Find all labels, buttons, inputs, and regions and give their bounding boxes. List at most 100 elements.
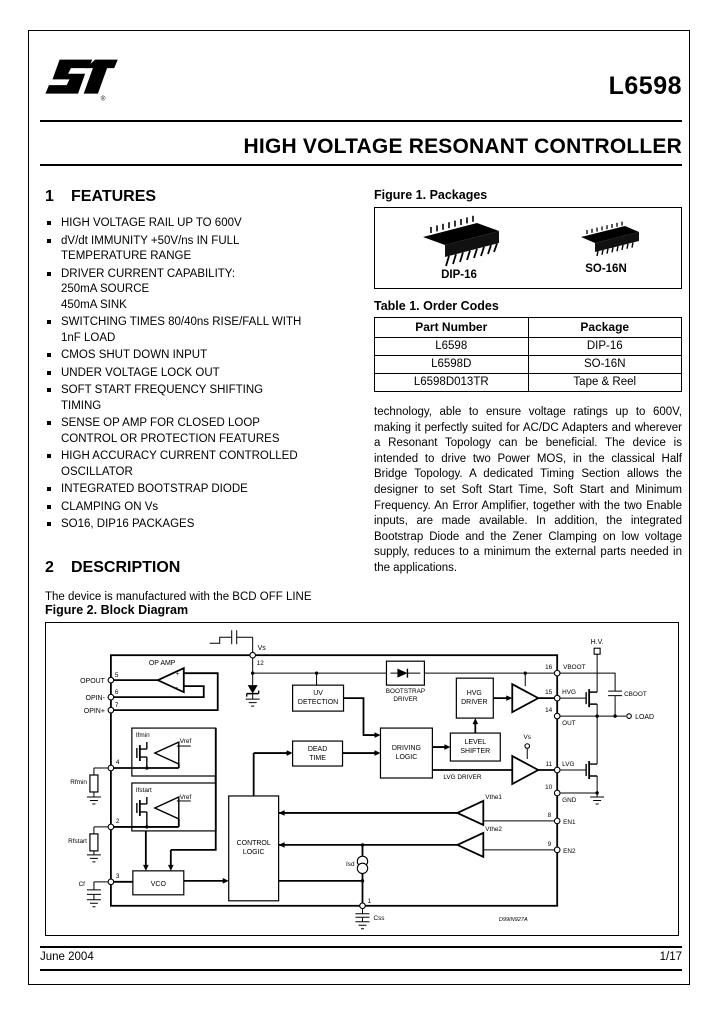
dip16-image [423,215,499,267]
rfmin-label: Rfmin [70,779,87,786]
rfstart-resistor-icon [89,833,99,852]
feature-item: HIGH VOLTAGE RAIL UP TO 600V [45,216,361,232]
table-header-row: Part Number Package [374,317,682,338]
hv-terminal [593,647,601,655]
cf-label: Cf [79,881,86,888]
table1-caption: Table 1. Order Codes [374,299,499,313]
pin11-label: 11 [546,761,553,768]
feature-item: CMOS SHUT DOWN INPUT [45,348,361,364]
isd-current-source-icon [356,855,369,875]
pin5-label: 5 [115,672,119,679]
dead-time-box [292,740,344,767]
feature-item: SENSE OP AMP FOR CLOSED LOOP CONTROL OR … [45,416,361,447]
signal-arrows [143,695,513,884]
control-logic-label2: LOGIC [243,849,265,856]
bullet-icon [47,504,51,509]
lvg-label: LVG [562,761,574,768]
opin-plus-label: OPIN+ [84,708,105,715]
hvg-label: HVG [562,689,576,696]
ic-outline [109,654,559,907]
opin-minus-label: OPIN- [86,695,106,702]
header-rule [40,120,682,122]
bootstrap-label1: BOOTSTRAP [386,688,425,695]
col-part-number: Part Number [374,317,529,338]
bootstrap-diode-icon [390,668,421,678]
pin14-label: 14 [545,707,553,714]
ifstart-label: Ifstart [136,787,152,794]
vthe2-label: Vthe2 [485,826,502,833]
vco-box [132,870,185,896]
pin-nodes [107,651,561,910]
footer-rule-top [40,946,682,948]
junction-dots [145,671,617,883]
pin12-label: 12 [257,660,265,667]
pin1-label: 1 [367,898,371,905]
vthe1-label: Vthe1 [485,794,502,801]
ifmin-label: Ifmin [136,732,150,739]
pin6-label: 6 [115,689,119,696]
vs-label: Vs [258,645,267,652]
control-logic-label1: CONTROL [237,840,271,847]
pin10-label: 10 [545,784,553,791]
opout-label: OPOUT [80,678,106,685]
op-amp-triangle [155,666,185,694]
uv-label2: DETECTION [298,699,338,706]
so16n-image [581,221,639,257]
pin7-label: 7 [115,702,119,709]
en1-label: EN1 [563,819,576,826]
bullet-icon [47,271,51,276]
feature-item: SWITCHING TIMES 80/40ns RISE/FALL WITH 1… [45,315,361,346]
css-label: Css [373,915,384,922]
pin16-label: 16 [545,664,553,671]
package-so16n: SO-16N [567,221,645,275]
dead-time-label1: DEAD [308,746,327,753]
minus-label: - [176,684,178,691]
description-body: technology, able to ensure voltage ratin… [374,406,682,574]
footer-rule-bottom [40,969,682,971]
package-dip16: DIP-16 [411,215,507,281]
en1-comparator-triangle [455,799,485,827]
hvg-buffer-triangle [511,682,541,714]
packages-figure: DIP-16 [374,207,682,289]
vs-buffer-label: Vs [524,734,531,741]
lvg-buffer-triangle [511,754,541,786]
hvg-driver-label1: HVG [467,690,482,697]
feature-item: HIGH ACCURACY CURRENT CONTROLLED OSCILLA… [45,449,361,480]
bullet-icon [47,388,51,392]
uv-label1: UV [313,690,323,697]
level-shifter-label2: SHIFTER [460,748,490,755]
order-codes-table: Part Number Package L6598 DIP-16 L6598D … [374,317,682,392]
isd-label: Isd [346,861,355,868]
part-number: L6598 [608,72,682,100]
lvg-driver-label: LVG DRIVER [443,774,482,781]
vref2-label: Vref [180,794,192,801]
table-row: L6598D SO-16N [374,355,682,374]
low-side-mosfet-icon [585,761,598,779]
high-side-mosfet-icon [585,689,598,708]
bullet-icon [47,353,51,357]
footer-date: June 2004 [40,951,94,963]
so16n-label: SO-16N [585,263,627,275]
packages-column: Figure 1. Packages [374,188,682,577]
page-title: HIGH VOLTAGE RESONANT CONTROLLER [243,135,682,158]
bullet-icon [47,454,51,458]
control-logic-box [228,795,280,902]
hv-label: H.V. [591,639,604,646]
drawing-code: D99IN927A [499,917,528,923]
feature-item: INTEGRATED BOOTSTRAP DIODE [45,482,361,498]
rfmin-resistor-icon [89,774,99,793]
bullet-icon [47,487,51,491]
en2-label: EN2 [563,848,576,855]
pin2-label: 2 [116,818,120,825]
vco-label: VCO [151,881,167,888]
feature-item: SO16, DIP16 PACKAGES [45,517,361,533]
driving-logic-label1: DRIVING [392,745,421,752]
driving-logic-label2: LOGIC [396,754,418,761]
figure1-caption: Figure 1. Packages [374,188,488,202]
description-intro: The device is manufactured with the BCD … [45,590,312,603]
load-label: LOAD [635,714,654,721]
